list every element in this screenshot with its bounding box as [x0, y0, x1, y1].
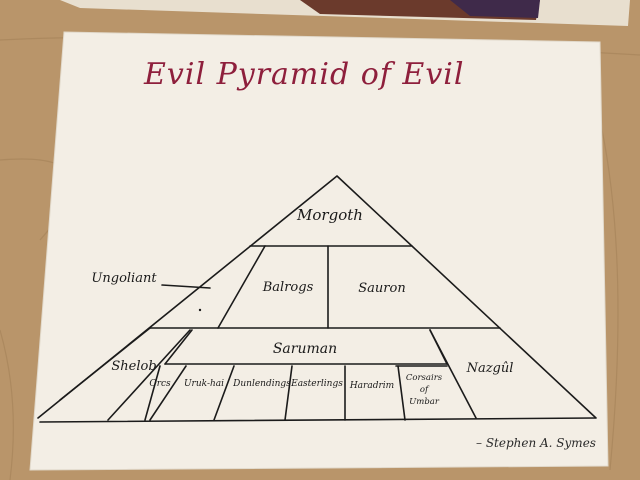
base-label-corsairs-line3: Umbar: [409, 397, 440, 407]
shelob-upper-edge: [59, 327, 151, 401]
base-label-corsairs-line1: Corsairs: [406, 373, 443, 383]
base-label-haradrim: Haradrim: [349, 381, 394, 391]
tier2-label-2: Sauron: [358, 281, 405, 296]
pencil-dot: [198, 308, 202, 312]
tier3-label: Saruman: [273, 341, 337, 357]
nazgul-divider: [429, 329, 477, 419]
wood-grain-line: [0, 329, 14, 480]
base-label-corsairs-line2: of: [420, 385, 430, 395]
base-label-dunlendings: Dunlendings: [232, 379, 291, 389]
saruman-left-side: [164, 329, 193, 365]
base-divider: [397, 365, 406, 421]
outside-label-nazgul: Nazgûl: [466, 361, 514, 376]
outside-label-ungoliant: Ungoliant: [91, 271, 157, 286]
pyramid: [37, 175, 597, 423]
base-divider: [284, 365, 293, 421]
paper-sheet: [29, 31, 609, 471]
base-label-orcs: Orcs: [149, 379, 171, 389]
tier2-label-1: Balrogs: [262, 280, 314, 295]
base-divider: [149, 365, 187, 421]
background-artwork-shade: [450, 0, 540, 18]
base-label-uruk-hai: Uruk-hai: [184, 379, 224, 389]
pyramid-baseline: [39, 417, 596, 423]
artist-signature: – Stephen A. Symes: [476, 436, 596, 450]
diagram-title: Evil Pyramid of Evil: [143, 57, 464, 92]
base-divider: [144, 365, 161, 421]
base-label-easterlings: Easterlings: [290, 379, 343, 389]
shelob-divider: [107, 329, 191, 421]
ungoliant-pointer: [161, 284, 211, 289]
outside-label-shelob: Shelob: [111, 359, 156, 374]
base-divider: [213, 365, 235, 421]
apex-label: Morgoth: [296, 206, 363, 224]
wood-grain-line: [599, 119, 619, 471]
tier2-left-divider: [217, 245, 266, 329]
